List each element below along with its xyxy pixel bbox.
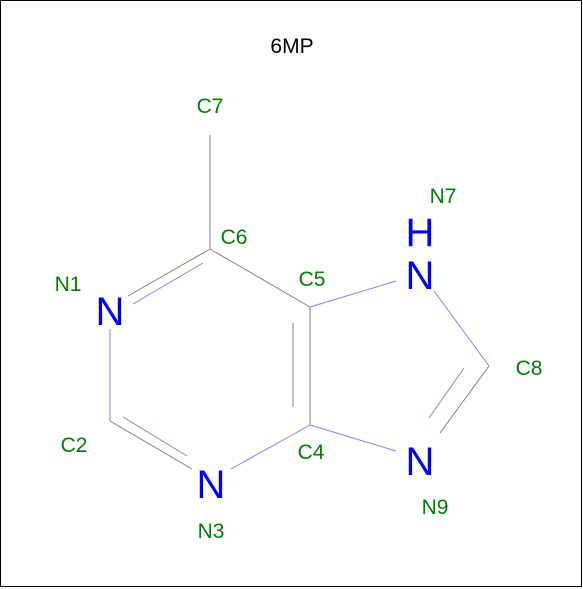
bond-c6-n1-inner: [132, 262, 204, 305]
label-c7: C7: [197, 95, 224, 118]
label-n7: N7: [430, 185, 457, 208]
element-n9: N: [406, 440, 435, 484]
element-symbols: N N H N N: [96, 211, 435, 507]
bond-c2-n3-inner: [122, 416, 188, 457]
element-n1: N: [96, 290, 125, 334]
label-n1: N1: [55, 273, 82, 296]
element-n7: N: [406, 254, 435, 298]
bond-n3-c4: [230, 424, 311, 470]
label-c2: C2: [61, 434, 88, 457]
bond-c5-n7: [309, 280, 397, 308]
element-h7: H: [406, 211, 435, 255]
label-n9: N9: [422, 496, 449, 519]
bond-n7-c8: [433, 290, 490, 367]
label-n3: N3: [198, 520, 225, 543]
label-c8: C8: [516, 357, 543, 380]
bonds: [109, 135, 490, 470]
atom-labels: C7 C6 N1 C5 N7 C8 C2 C4 N9 N3: [55, 95, 543, 543]
label-c5: C5: [299, 268, 326, 291]
bond-n9-c4: [309, 424, 397, 452]
molecule-title: 6MP: [270, 35, 313, 58]
label-c6: C6: [221, 226, 248, 249]
bond-c5-c6: [209, 248, 311, 308]
bond-c8-n9: [439, 365, 490, 434]
bond-c2-n3: [109, 420, 193, 470]
element-n3: N: [197, 463, 226, 507]
bond-c8-n9-inner: [428, 367, 465, 419]
bond-c6-n1: [127, 248, 211, 297]
label-c4: C4: [298, 441, 325, 464]
